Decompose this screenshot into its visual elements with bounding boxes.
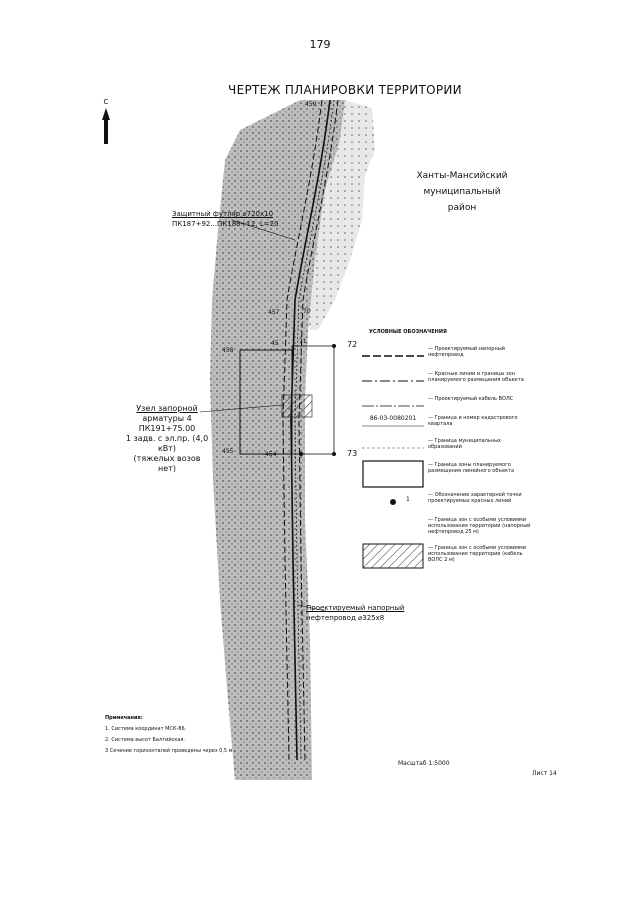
legend-item-point: 1 — Обозначение характерной точки проект… xyxy=(362,490,532,514)
north-label: С xyxy=(103,98,109,106)
region-line1: Ханты-Мансийский xyxy=(416,171,508,181)
terrain-right xyxy=(308,100,375,330)
note-2: 2. Система высот Балтийская. xyxy=(105,737,185,743)
protective-shaft-label: Защитный футляр ⌀720х10 ПК187+92...ПК188… xyxy=(172,210,279,228)
region-line2: муниципальный район xyxy=(423,187,501,213)
scale-label: Масштаб 1:5000 xyxy=(398,760,450,767)
pipeline-line xyxy=(290,99,331,761)
north-arrow: С xyxy=(98,98,114,146)
legend-item-municipal: — Граница муниципальных образований xyxy=(362,438,502,450)
legend-title: УСЛОВНЫЕ ОБОЗНАЧЕНИЯ xyxy=(369,329,447,335)
point-70: 70 xyxy=(303,308,311,315)
region-label: Ханты-Мансийский муниципальный район xyxy=(412,168,512,216)
point-454: 454 xyxy=(265,451,277,458)
page-number: 179 xyxy=(309,38,331,51)
legend-item-cadastral: 86-03-0080201 — Граница и номер кадастро… xyxy=(362,415,518,427)
legend-item-vols: — Проектируемый кабель ВОЛС xyxy=(362,396,514,407)
legend-item-zone-vols: — Граница зон с особыми условиями исполь… xyxy=(362,543,532,573)
point-45: 45 xyxy=(271,340,279,347)
valve-node-marker xyxy=(281,394,313,418)
point-457: 457 xyxy=(268,309,280,316)
notes-header: Примечания: xyxy=(105,715,143,721)
legend-item-zone: — Граница зоны планируемого размещения л… xyxy=(362,460,532,488)
point-455: 455 xyxy=(222,448,234,455)
red-line-left xyxy=(282,99,323,761)
map-title: ЧЕРТЕЖ ПЛАНИРОВКИ ТЕРРИТОРИИ xyxy=(228,83,462,97)
point-71: 71 xyxy=(299,338,307,345)
legend-item-red-lines: — Красные линии и границы зон планируемо… xyxy=(362,371,524,383)
red-line-right xyxy=(298,99,339,761)
point-73: 73 xyxy=(347,449,358,458)
north-arrow-icon xyxy=(102,108,110,144)
valve-node-label: Узел запорной арматуры 4 ПК191+75.00 1 з… xyxy=(125,404,209,473)
pipeline-label: Проектируемый напорный нефтепровод ⌀325х… xyxy=(306,604,405,622)
terrain-area xyxy=(210,100,345,780)
vols-line xyxy=(294,99,335,761)
note-1: 1. Система координат МСК-86. xyxy=(105,726,187,732)
point-72: 72 xyxy=(347,340,358,349)
sheet-label: Лист 14 xyxy=(532,770,557,777)
point-458: 458 xyxy=(222,347,234,354)
point-459: 459 xyxy=(305,101,317,108)
notes: Примечания: 1. Система координат МСК-86.… xyxy=(105,713,234,757)
legend-item-pipeline: — Проектируемый напорный нефтепровод xyxy=(362,346,505,358)
note-3: 3 Сечение горизонталей проведены через 0… xyxy=(105,748,235,754)
legend-item-zone-pipeline: — Граница зон с особыми условиями исполь… xyxy=(428,517,531,535)
